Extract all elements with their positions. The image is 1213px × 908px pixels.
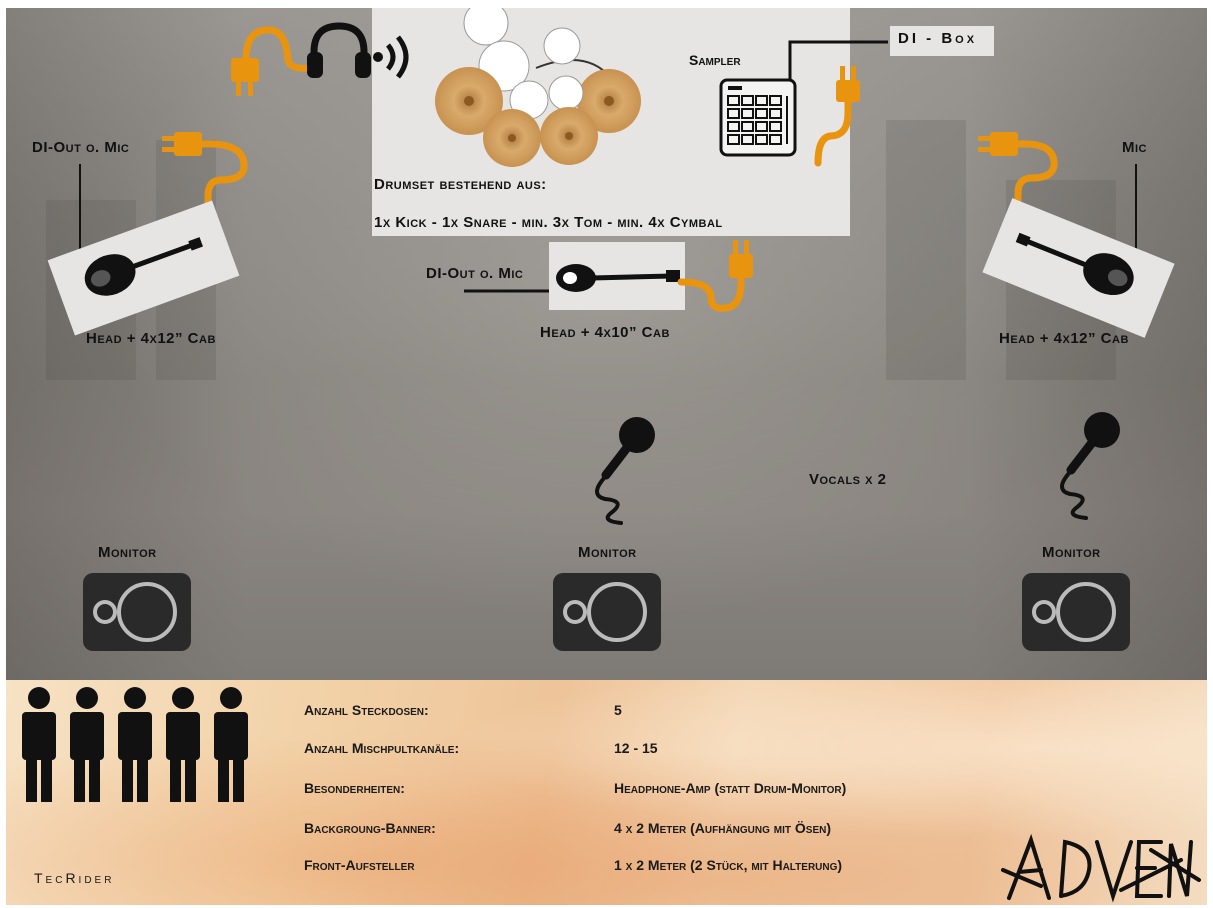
bass-input-label: DI-Out o. Mic — [426, 265, 524, 282]
left-guitar-input-label: DI-Out o. Mic — [32, 139, 130, 156]
di-box-label: DI - Box — [898, 30, 978, 47]
microphone-icon — [595, 417, 655, 525]
monitor-label: Monitor — [1042, 544, 1101, 561]
monitor-speaker-icon — [553, 573, 661, 651]
skyline-building — [886, 120, 966, 380]
right-guitar-input-label: Mic — [1122, 139, 1147, 156]
sampler-icon — [719, 40, 888, 167]
rider-row-value: 12 - 15 — [614, 740, 658, 756]
background-texture — [6, 680, 1207, 905]
right-guitar-cable — [978, 132, 1137, 258]
left-guitar-cable — [79, 132, 248, 258]
bass-power-cable — [677, 240, 753, 312]
rider-row-label: Besonderheiten: — [304, 780, 405, 796]
right-guitar-cab-label: Head + 4x12” Cab — [999, 330, 1129, 347]
vocals-label: Vocals x 2 — [809, 471, 887, 488]
wireless-signal-icon — [373, 35, 409, 79]
monitor-speaker-icon — [1022, 573, 1130, 651]
drumset-detail: 1x Kick - 1x Snare - min. 3x Tom - min. … — [374, 214, 723, 231]
tecrider-title: TecRider — [34, 870, 115, 886]
headphones-icon — [307, 22, 371, 78]
rider-row-value: 1 x 2 Meter (2 Stück, mit Halterung) — [614, 857, 843, 873]
rider-row-value: 4 x 2 Meter (Aufhängung mit Ösen) — [614, 820, 832, 836]
sampler-label: Sampler — [689, 52, 741, 68]
rider-row-value: 5 — [614, 702, 622, 718]
band-members-icon — [22, 687, 248, 802]
rider-row-label: Anzahl Steckdosen: — [304, 702, 429, 718]
electric-guitar-icon — [84, 237, 203, 296]
rider-row-value: Headphone-Amp (statt Drum-Monitor) — [614, 780, 847, 796]
monitor-label: Monitor — [578, 544, 637, 561]
bass-cab-label: Head + 4x10” Cab — [540, 324, 670, 341]
drumset-caption: Drumset bestehend aus: — [374, 176, 547, 193]
power-plug-icon — [231, 26, 315, 96]
stage-plot: Drumset bestehend aus: 1x Kick - 1x Snar… — [6, 8, 1207, 680]
microphone-icon — [1060, 412, 1120, 520]
bass-guitar-icon — [556, 264, 680, 292]
rider-row-label: Anzahl Mischpultkanäle: — [304, 740, 460, 756]
rider-info-panel: TecRider Anzahl Steckdosen: 5 Anzahl Mis… — [6, 680, 1207, 905]
electric-guitar-icon — [1015, 232, 1134, 296]
drumset-icon — [435, 8, 641, 167]
monitor-label: Monitor — [98, 544, 157, 561]
bass-di-line — [464, 289, 554, 293]
left-guitar-cab-label: Head + 4x12” Cab — [86, 330, 216, 347]
rider-row-label: Front-Aufsteller — [304, 857, 415, 873]
di-box-label-box — [890, 26, 994, 56]
rider-row-label: Backgroung-Banner: — [304, 820, 436, 836]
band-logo — [1001, 833, 1201, 903]
monitor-speaker-icon — [83, 573, 191, 651]
